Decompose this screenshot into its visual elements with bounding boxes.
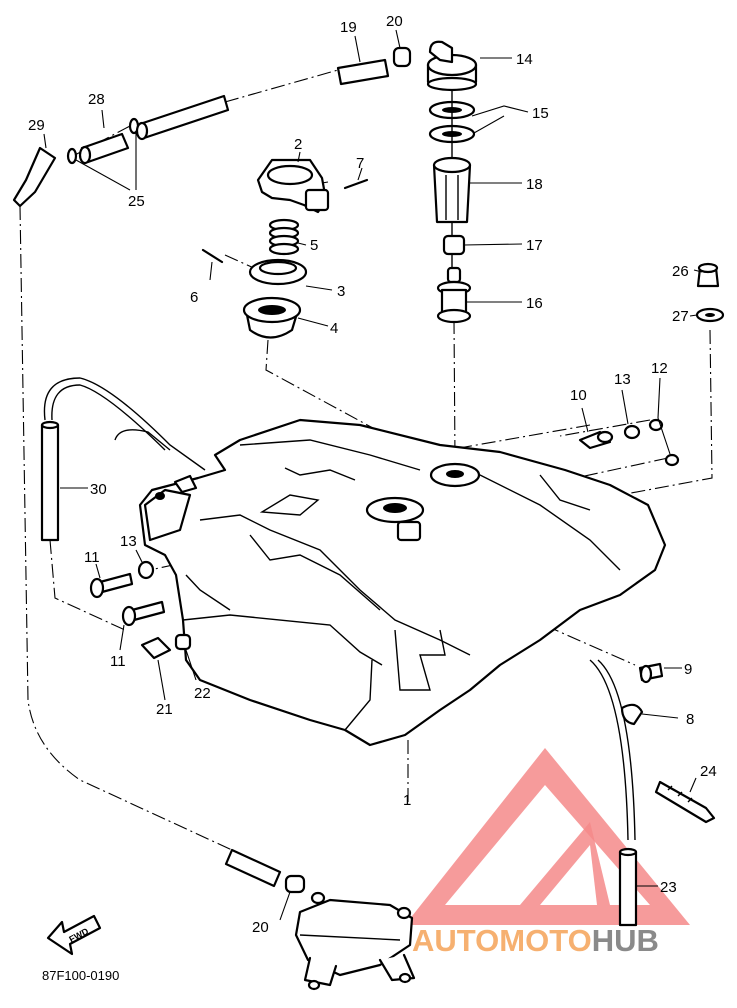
callout-24: 24 <box>700 763 717 780</box>
callout-26: 26 <box>672 263 689 280</box>
part-15-washers <box>428 90 476 300</box>
part-27-washer <box>695 307 725 323</box>
callout-14: 14 <box>516 51 533 68</box>
watermark-text-part1: AUTOMOTO <box>412 923 592 958</box>
callout-13-right: 13 <box>614 371 631 388</box>
watermark-text: AUTOMOTOHUB <box>412 923 659 958</box>
part-20-clip-bottom <box>284 874 306 894</box>
part-21-hose <box>140 636 172 660</box>
part-20-clip-top <box>392 46 412 68</box>
part-26-bolt <box>696 262 720 288</box>
callout-22: 22 <box>194 685 211 702</box>
callout-8: 8 <box>686 711 694 728</box>
part-8-knob <box>620 703 644 726</box>
part-14-pump-cap <box>426 40 478 92</box>
part-12-clips <box>648 418 680 467</box>
part-17-collar <box>442 234 466 256</box>
callout-27: 27 <box>672 308 689 325</box>
part-3-ring <box>248 258 308 286</box>
callout-18: 18 <box>526 176 543 193</box>
callout-7: 7 <box>356 155 364 172</box>
callout-23: 23 <box>660 879 677 896</box>
fuel-tank <box>138 418 667 747</box>
part-2-cap-base <box>256 158 330 214</box>
callout-6: 6 <box>190 289 198 306</box>
callout-5: 5 <box>310 237 318 254</box>
part-29-hose <box>12 146 57 208</box>
part-11-bolt-upper <box>89 572 134 599</box>
callout-4: 4 <box>330 320 338 337</box>
callout-21: 21 <box>156 701 173 718</box>
callout-25: 25 <box>128 193 145 210</box>
part-11-bolt-lower <box>121 600 166 627</box>
callout-30: 30 <box>90 481 107 498</box>
callout-20-top: 20 <box>386 13 403 30</box>
part-5-spring <box>268 218 300 256</box>
hose-lower <box>224 848 282 888</box>
callout-19: 19 <box>340 19 357 36</box>
callout-17: 17 <box>526 237 543 254</box>
drawing-code: 87F100-0190 <box>42 968 119 983</box>
callout-28: 28 <box>88 91 105 108</box>
part-4-gasket <box>242 296 302 339</box>
part-10-clip <box>578 430 614 450</box>
part-13-washer-left <box>137 560 155 580</box>
fuel-cock-assembly <box>294 891 416 991</box>
callout-11-lower: 11 <box>110 653 126 670</box>
hose-routing <box>43 377 636 841</box>
callout-16: 16 <box>526 295 543 312</box>
part-7-pin <box>343 178 369 190</box>
callout-1: 1 <box>403 792 411 809</box>
callout-9: 9 <box>684 661 692 678</box>
part-number-labels: 19 20 14 15 18 17 16 2 7 5 6 3 4 28 29 2… <box>28 13 717 936</box>
part-30-hose <box>40 420 60 542</box>
leader-lines <box>43 29 703 921</box>
watermark-text-part2: HUB <box>592 923 659 958</box>
callout-12: 12 <box>651 360 668 377</box>
part-16-damper <box>436 266 472 324</box>
callout-29: 29 <box>28 117 45 134</box>
callout-11-upper: 11 <box>84 549 100 566</box>
part-18-strainer <box>432 156 472 224</box>
part-13-washer-right <box>623 424 641 440</box>
part-22-clip <box>174 633 192 651</box>
callout-2: 2 <box>294 136 302 153</box>
callout-10: 10 <box>570 387 587 404</box>
callout-20-bottom: 20 <box>252 919 269 936</box>
forward-arrow: FWD <box>46 914 102 956</box>
part-6-pin <box>201 248 224 264</box>
part-24-bracket <box>654 780 716 824</box>
watermark-logo <box>405 748 690 925</box>
part-28-joint <box>78 132 130 165</box>
callout-3: 3 <box>337 283 345 300</box>
part-23-hose <box>618 847 638 927</box>
part-19-hose <box>336 58 390 86</box>
hose-upper <box>135 94 230 141</box>
callout-13-left: 13 <box>120 533 137 550</box>
callout-15: 15 <box>532 105 549 122</box>
part-9-screw <box>638 662 664 684</box>
